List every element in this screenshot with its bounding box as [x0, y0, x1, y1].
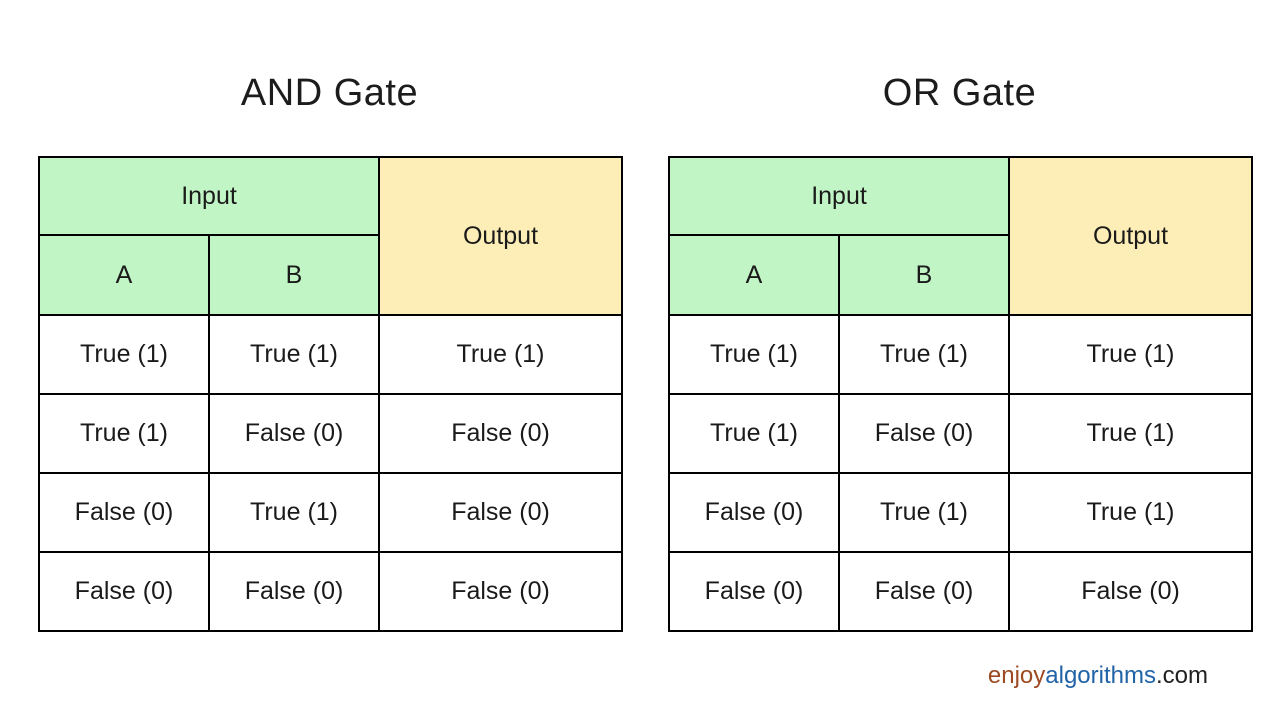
table-row: False (0) False (0) False (0)	[668, 551, 1254, 632]
and-gate-section: AND Gate Input Output A B True (1) True …	[37, 0, 624, 632]
watermark-enjoy: enjoy	[987, 662, 1046, 689]
or-r1-b: True (1)	[837, 314, 1011, 395]
and-r3-a: False (0)	[38, 472, 210, 553]
table-row: True (1) True (1) True (1)	[668, 314, 1254, 395]
or-gate-truth-table: Input Output A B True (1) True (1) True …	[667, 156, 1254, 632]
table-row: True (1) False (0) True (1)	[668, 393, 1254, 474]
or-r2-b: False (0)	[837, 393, 1011, 474]
and-r1-a: True (1)	[38, 314, 210, 395]
or-r3-a: False (0)	[668, 472, 840, 553]
and-gate-truth-table: Input Output A B True (1) True (1) True …	[37, 156, 624, 632]
and-r4-b: False (0)	[207, 551, 381, 632]
watermark-com: .com	[1155, 662, 1208, 689]
or-gate-title: OR Gate	[882, 72, 1037, 114]
or-col-b-header: B	[837, 234, 1011, 316]
or-input-header: Input	[667, 156, 1011, 236]
or-r1-out: True (1)	[1008, 314, 1254, 395]
or-r4-b: False (0)	[837, 551, 1011, 632]
or-r2-out: True (1)	[1008, 393, 1254, 474]
and-r3-out: False (0)	[378, 472, 624, 553]
or-r3-out: True (1)	[1008, 472, 1254, 553]
or-r4-out: False (0)	[1008, 551, 1254, 632]
or-output-header: Output	[1008, 156, 1254, 316]
and-col-a-header: A	[38, 234, 210, 316]
and-r2-b: False (0)	[207, 393, 381, 474]
and-r1-b: True (1)	[207, 314, 381, 395]
or-r3-b: True (1)	[837, 472, 1011, 553]
and-r2-out: False (0)	[378, 393, 624, 474]
table-row: True (1) True (1) True (1)	[38, 314, 624, 395]
table-row: False (0) True (1) True (1)	[668, 472, 1254, 553]
or-r4-a: False (0)	[668, 551, 840, 632]
and-r3-b: True (1)	[207, 472, 381, 553]
or-gate-section: OR Gate Input Output A B True (1) True (…	[667, 0, 1254, 632]
and-r4-out: False (0)	[378, 551, 624, 632]
and-r2-a: True (1)	[38, 393, 210, 474]
and-output-header: Output	[378, 156, 624, 316]
or-col-a-header: A	[668, 234, 840, 316]
table-row: False (0) True (1) False (0)	[38, 472, 624, 553]
and-r1-out: True (1)	[378, 314, 624, 395]
and-r4-a: False (0)	[38, 551, 210, 632]
and-input-header: Input	[37, 156, 381, 236]
and-col-b-header: B	[207, 234, 381, 316]
table-row: True (1) False (0) False (0)	[38, 393, 624, 474]
and-gate-title: AND Gate	[240, 72, 419, 114]
or-r2-a: True (1)	[668, 393, 840, 474]
watermark: enjoyalgorithms.com	[988, 662, 1208, 690]
table-row: False (0) False (0) False (0)	[38, 551, 624, 632]
watermark-algorithms: algorithms	[1045, 662, 1156, 689]
or-r1-a: True (1)	[668, 314, 840, 395]
